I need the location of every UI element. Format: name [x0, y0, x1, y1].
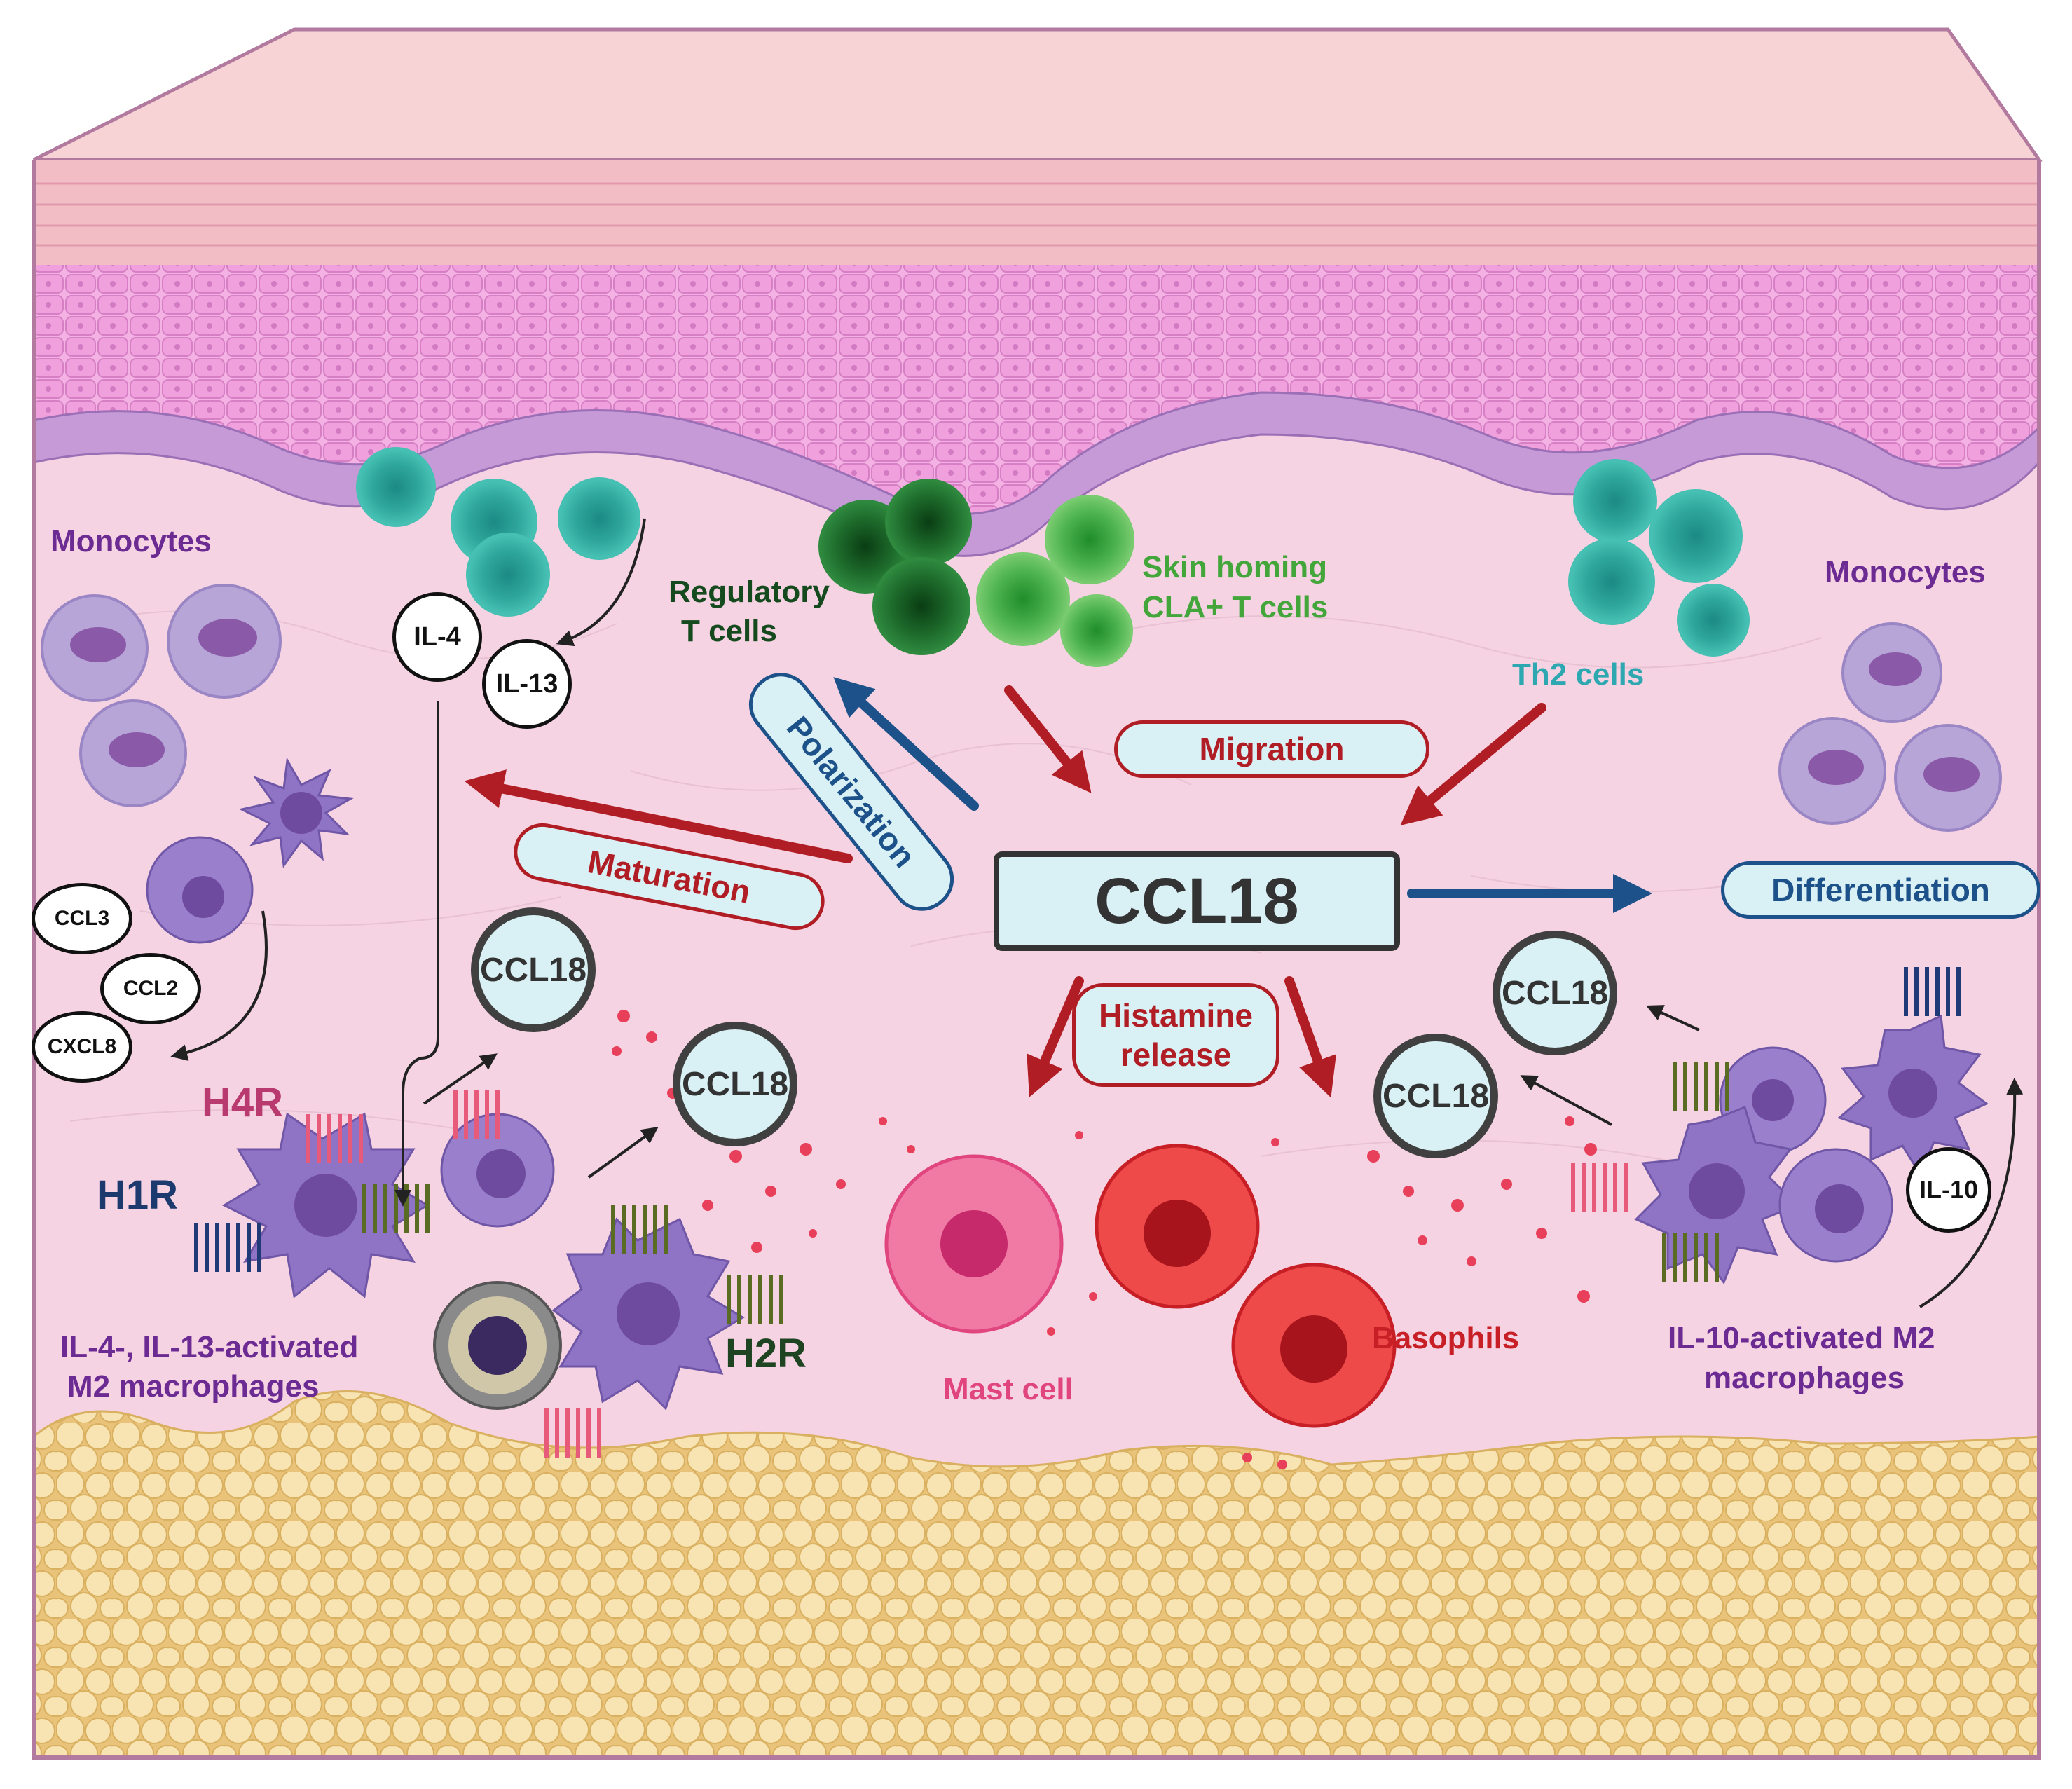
maturation-arrow — [464, 769, 853, 863]
m2-right-label-2: macrophages — [1704, 1361, 1905, 1395]
regulatory-t-cells-label-1: Regulatory — [668, 575, 830, 609]
m2-right-label-1: IL-10-activated M2 — [1668, 1321, 1935, 1355]
il13-bubble: IL-13 — [482, 639, 572, 729]
differentiation-label: Differentiation — [1721, 861, 2040, 919]
m2-left-label-2: M2 macrophages — [67, 1369, 320, 1404]
il-signal-arrow — [394, 701, 439, 1207]
to-ccl18-arrow-2 — [587, 1126, 659, 1179]
mast-cell-shape — [884, 1154, 1064, 1334]
il10-bubble: IL-10 — [1906, 1147, 1991, 1233]
fat-layer — [32, 1390, 2040, 1759]
regulatory-t-cells — [818, 479, 972, 655]
ccl18-bubble: CCL18 — [1373, 1034, 1498, 1158]
signal-arrows — [170, 518, 2024, 1308]
migration-label: Migration — [1114, 720, 1429, 778]
skin-homing-label-1: Skin homing — [1142, 550, 1327, 584]
ccl2-bubble: CCL2 — [100, 953, 201, 1024]
histamine-granules — [612, 1010, 1597, 1469]
ccl18-bubble: CCL18 — [673, 1022, 797, 1146]
h4r-label: H4R — [202, 1080, 284, 1125]
ccl3-bubble: CCL3 — [32, 883, 132, 954]
monocytes-right-label: Monocytes — [1825, 555, 1986, 589]
ccl18-bubble: CCL18 — [471, 907, 596, 1032]
histamine-arrow-left — [1027, 976, 1084, 1097]
skin-block-frame — [32, 160, 2041, 1760]
keratinocyte-layer — [34, 265, 2039, 514]
to-ccl18-arrow-3 — [1520, 1075, 1612, 1126]
th2-cells-label: Th2 cells — [1512, 657, 1645, 692]
macrophage-to-chemokines-arrow — [170, 910, 268, 1061]
th2-cells-right — [1568, 459, 1750, 657]
th2-cells-left — [356, 447, 640, 617]
histamine-arrow-right — [1284, 976, 1336, 1098]
to-ccl18-arrow-4 — [1646, 1005, 1700, 1031]
regulatory-t-cells-label-2: T cells — [681, 614, 777, 648]
skin-homing-t-cells — [976, 495, 1134, 667]
m2-left-label-1: IL-4-, IL-13-activated — [60, 1330, 359, 1364]
skin-top-face — [32, 27, 2043, 162]
migration-arrow-left — [1004, 685, 1092, 793]
migration-arrow-right — [1400, 703, 1546, 825]
process-arrows — [464, 677, 1652, 1098]
cxcl8-bubble: CXCL8 — [32, 1011, 132, 1083]
il4-bubble: IL-4 — [392, 592, 482, 682]
mast-cell-label: Mast cell — [943, 1372, 1073, 1406]
basophil-shapes — [1095, 1144, 1397, 1428]
macrophages-lower-left — [221, 1112, 745, 1411]
monocytes-left-label: Monocytes — [50, 524, 212, 558]
macrophages-upper-left — [146, 757, 354, 944]
ccl18-bubble: CCL18 — [1493, 931, 1617, 1055]
histamine-release-label: Histamine release — [1072, 983, 1279, 1087]
histamine-label-line2: release — [1120, 1036, 1232, 1073]
to-ccl18-arrow-1 — [423, 1053, 498, 1105]
polarization-arrow — [833, 677, 979, 811]
h2r-label: H2R — [725, 1331, 807, 1376]
receptors — [194, 967, 1961, 1458]
stratum-corneum — [34, 160, 2039, 265]
macrophages-right — [1634, 1014, 1989, 1285]
h1r-label: H1R — [97, 1172, 179, 1218]
basophils-label: Basophils — [1372, 1321, 1520, 1355]
ccl18-center-box: CCL18 — [994, 851, 1400, 951]
il10-arrow — [1919, 1078, 2024, 1308]
th2-to-il13-arrow — [556, 518, 646, 647]
skin-homing-label-2: CLA+ T cells — [1142, 590, 1329, 624]
histamine-label-line1: Histamine — [1099, 997, 1253, 1034]
